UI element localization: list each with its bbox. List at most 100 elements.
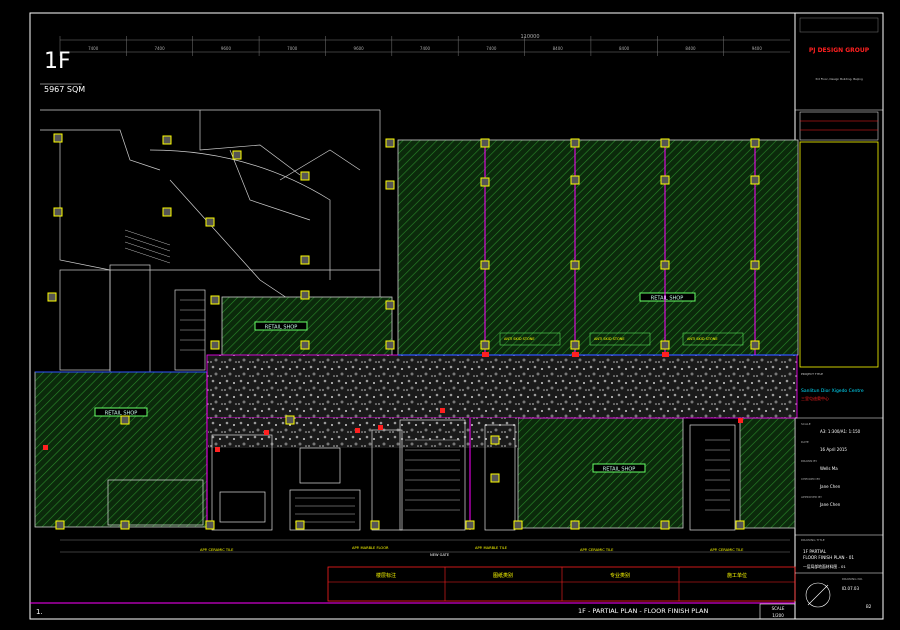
svg-text:RETAIL SHOP: RETAIL SHOP	[105, 411, 137, 417]
column	[385, 300, 395, 310]
dimension-label: 7400	[154, 46, 165, 51]
svg-text:APP. MARBLE FLOOR: APP. MARBLE FLOOR	[352, 546, 389, 550]
sheet-no: ID.07.03	[842, 586, 859, 591]
column	[162, 207, 172, 217]
firm-name: PJ DESIGN GROUP	[809, 47, 870, 54]
svg-text:ANTI SKID STONE: ANTI SKID STONE	[594, 337, 625, 341]
footer-number: 1.	[36, 608, 43, 616]
dimension-label: 8400	[553, 46, 564, 51]
grid-dimensions	[60, 39, 790, 553]
retail-labels: RETAIL SHOP RETAIL SHOP RETAIL SHOP RETA…	[94, 292, 696, 473]
svg-text:施工单位: 施工单位	[727, 572, 747, 579]
column	[660, 138, 670, 148]
column	[385, 138, 395, 148]
project-cn: 三里屯迪奥中心	[801, 395, 829, 401]
svg-text:DRAWN BY: DRAWN BY	[801, 459, 817, 463]
project-label: PROJECT TITLE	[801, 372, 823, 376]
column	[300, 340, 310, 350]
svg-text:图纸类别: 图纸类别	[493, 572, 513, 579]
svg-text:NEW GATE: NEW GATE	[430, 553, 450, 557]
retail-area-bottom	[517, 417, 684, 529]
retail-area-left	[34, 371, 208, 528]
dimension-label: 9600	[221, 46, 232, 51]
svg-text:SCALE: SCALE	[772, 606, 785, 611]
svg-text:APP. CERAMIC TILE: APP. CERAMIC TILE	[200, 548, 234, 552]
dimension-label: 8400	[685, 46, 696, 51]
column	[480, 340, 490, 350]
column	[385, 180, 395, 190]
column	[53, 133, 63, 143]
column	[285, 415, 295, 425]
revision: B2	[866, 604, 872, 609]
column	[232, 150, 242, 160]
column	[490, 435, 500, 445]
column	[465, 520, 475, 530]
dimension-label: 9400	[752, 46, 763, 51]
column	[205, 520, 215, 530]
column	[205, 217, 215, 227]
upper-linework	[40, 109, 381, 376]
dimension-label: 7400	[420, 46, 431, 51]
drawn-value: Wells Ma	[820, 466, 838, 471]
red-markers	[43, 352, 743, 452]
north-arrow-icon	[805, 582, 831, 608]
project-name: Sanlitun Dior Xigedo Centre	[801, 388, 864, 394]
sheet-border	[29, 12, 884, 620]
svg-text:APP. CERAMIC TILE: APP. CERAMIC TILE	[710, 548, 744, 552]
svg-text:1/200: 1/200	[772, 613, 784, 618]
column	[490, 473, 500, 483]
column	[120, 415, 130, 425]
stone-corridor-south	[208, 418, 518, 448]
date-value: 16 April 2015	[820, 447, 847, 452]
column	[55, 520, 65, 530]
svg-text:CHECKED BY: CHECKED BY	[801, 477, 820, 481]
firm-sub: 3rd Floor, Design Building, Beijing	[815, 77, 863, 81]
column	[750, 138, 760, 148]
svg-text:DRAWING NO.: DRAWING NO.	[842, 577, 863, 581]
column	[162, 135, 172, 145]
svg-text:SCALE: SCALE	[801, 422, 811, 426]
column	[570, 340, 580, 350]
column	[570, 520, 580, 530]
structural-columns	[47, 133, 760, 530]
column	[570, 138, 580, 148]
retail-area-right	[397, 139, 799, 356]
column	[295, 520, 305, 530]
svg-text:DATE: DATE	[801, 440, 809, 444]
area-label: 5967 SQM	[44, 85, 85, 94]
dimension-label: 7400	[486, 46, 497, 51]
column	[120, 520, 130, 530]
column	[480, 260, 490, 270]
bottom-callouts: APP. CERAMIC TILE APP. MARBLE FLOOR APP.…	[200, 546, 744, 557]
column	[480, 177, 490, 187]
svg-text:专业类别: 专业类别	[610, 572, 630, 579]
column	[480, 138, 490, 148]
column	[660, 520, 670, 530]
finish-callouts: ANTI SKID STONE ANTI SKID STONE ANTI SKI…	[499, 332, 744, 346]
dimension-label: 8400	[619, 46, 630, 51]
main-span-dim: 110000	[520, 34, 539, 40]
column	[735, 520, 745, 530]
svg-text:APP. MARBLE TILE: APP. MARBLE TILE	[475, 546, 508, 550]
svg-text:APP. CERAMIC TILE: APP. CERAMIC TILE	[580, 548, 614, 552]
column	[513, 520, 523, 530]
column	[750, 260, 760, 270]
level-mark: 1F	[44, 49, 71, 74]
svg-text:ANTI SKID STONE: ANTI SKID STONE	[687, 337, 718, 341]
column	[660, 340, 670, 350]
column	[53, 207, 63, 217]
stair-lines	[295, 439, 730, 523]
column	[300, 290, 310, 300]
column	[385, 340, 395, 350]
footer-title: 1F - PARTIAL PLAN - FLOOR FINISH PLAN	[578, 607, 708, 615]
column	[370, 520, 380, 530]
column	[750, 340, 760, 350]
dimension-label: 7000	[287, 46, 298, 51]
column	[660, 260, 670, 270]
bottom-category-table: 楼层标注 图纸类别 专业类别 施工单位	[327, 566, 796, 602]
scale-value: A3: 1:300/A1: 1:150	[820, 429, 861, 434]
title-block: PJ DESIGN GROUP 3rd Floor, Design Buildi…	[795, 17, 883, 609]
checked-value: Jane Chen	[819, 484, 841, 489]
